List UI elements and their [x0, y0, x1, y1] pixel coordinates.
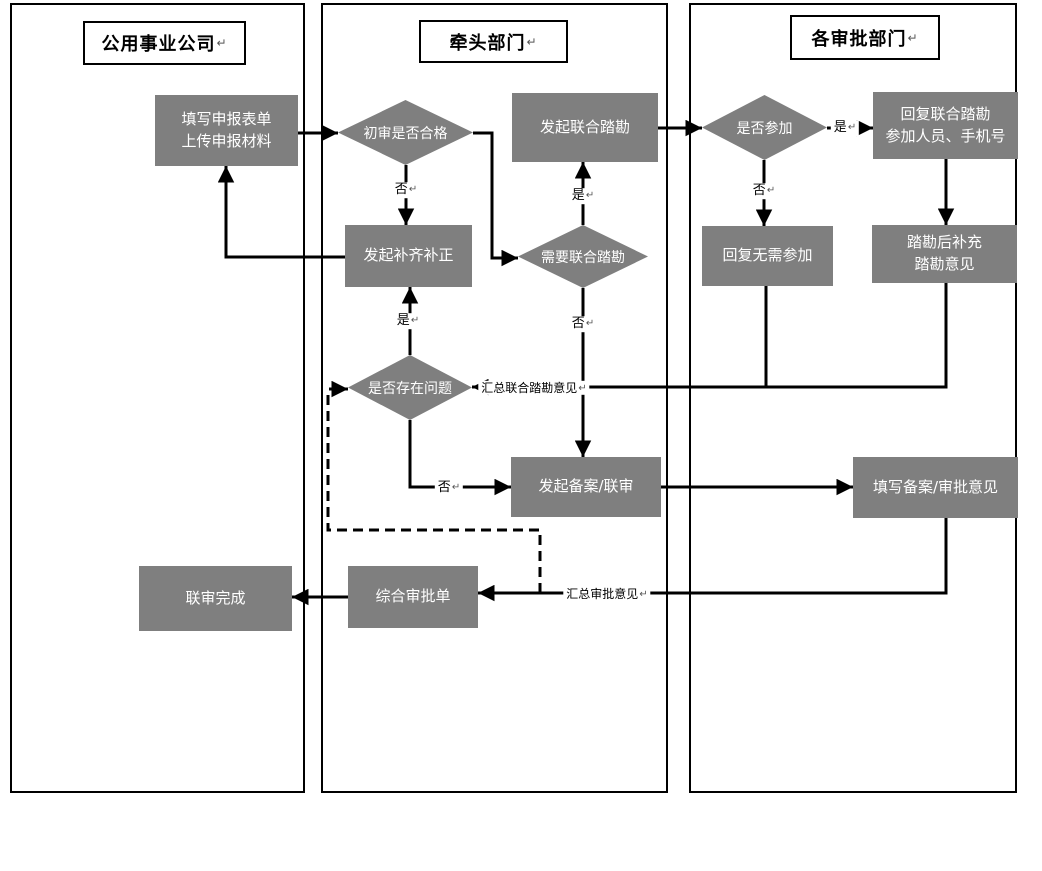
paragraph-return-mark: ↵: [451, 482, 461, 494]
paragraph-return-mark: ↵: [526, 34, 538, 49]
paragraph-return-mark: ↵: [585, 318, 595, 330]
paragraph-return-mark: ↵: [410, 315, 420, 327]
process-initiate-supplement: 发起补齐补正: [345, 225, 472, 287]
process-initiate-joint-survey: 发起联合踏勘: [512, 93, 658, 162]
lane-title-lead-department: 牵头部门↵: [419, 20, 568, 63]
process-supplement-survey-opinion: 踏勘后补充 踏勘意见: [872, 225, 1017, 283]
lane-title-text: 牵头部门: [449, 32, 526, 54]
edge-label-need-survey-yes: 是↵: [568, 188, 598, 204]
edge-label-participate-yes: 是↵: [830, 120, 860, 136]
paragraph-return-mark: ↵: [408, 184, 418, 196]
paragraph-return-mark: ↵: [216, 36, 228, 50]
edge-label-need-survey-no: 否↵: [568, 316, 598, 332]
edge-label-has-issues-no: 否↵: [434, 480, 464, 496]
edge-label-initial-review-no: 否↵: [391, 182, 421, 198]
lane-title-utility-company: 公用事业公司↵: [83, 21, 246, 65]
process-initiate-filing-review: 发起备案/联审: [511, 457, 661, 517]
paragraph-return-mark: ↵: [847, 122, 857, 134]
paragraph-return-mark: ↵: [578, 382, 587, 394]
decision-initial-review-qualified: 初审是否合格: [338, 100, 473, 165]
decision-has-issues: 是否存在问题: [348, 355, 472, 420]
process-reply-survey-participants: 回复联合踏勘 参加人员、手机号: [873, 92, 1018, 159]
process-reply-no-participation: 回复无需参加: [702, 226, 833, 286]
process-review-complete: 联审完成: [139, 566, 292, 631]
process-fill-filing-opinion: 填写备案/审批意见: [853, 457, 1018, 518]
edge-label-summarize-survey-opinions: 汇总联合踏勘意见↵: [478, 380, 590, 396]
lane-title-text: 公用事业公司: [101, 34, 216, 55]
edge-label-has-issues-yes: 是↵: [393, 313, 423, 329]
paragraph-return-mark: ↵: [907, 30, 919, 45]
paragraph-return-mark: ↵: [639, 588, 648, 600]
decision-participate: 是否参加: [702, 95, 827, 160]
edge-label-participate-no: 否↵: [749, 183, 779, 199]
lane-title-text: 各审批部门: [811, 28, 907, 50]
lane-title-approval-departments: 各审批部门↵: [790, 15, 940, 60]
paragraph-return-mark: ↵: [585, 190, 595, 202]
process-comprehensive-approval-form: 综合审批单: [348, 566, 478, 628]
decision-need-joint-survey: 需要联合踏勘: [518, 225, 648, 288]
edge-label-summarize-approval-opinions: 汇总审批意见↵: [563, 586, 651, 602]
paragraph-return-mark: ↵: [766, 185, 776, 197]
process-fill-application: 填写申报表单 上传申报材料: [155, 95, 298, 166]
